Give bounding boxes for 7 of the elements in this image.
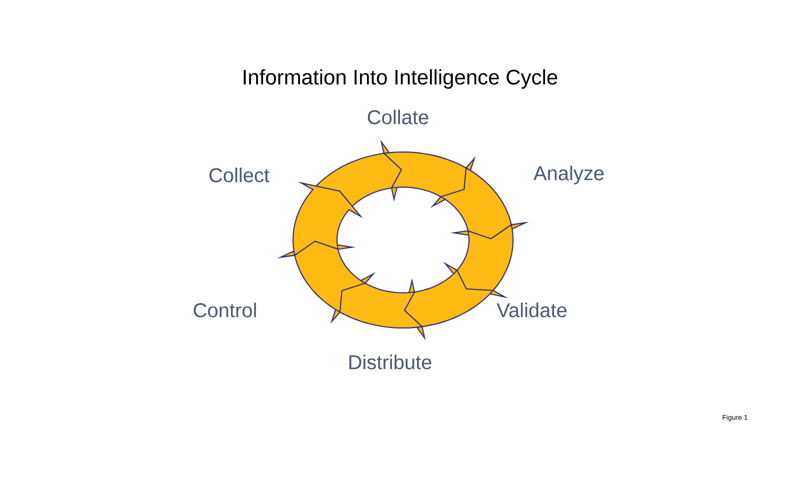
stage-label: Collate <box>368 110 428 124</box>
stage-label: Analyze <box>533 166 604 184</box>
stage-label: Validate <box>496 302 566 318</box>
stage-label: Control <box>194 302 256 318</box>
title: Information Into Intelligence Cycle <box>244 69 558 89</box>
stage-label: Collect <box>209 168 270 182</box>
stage-label: Distribute <box>349 354 432 370</box>
